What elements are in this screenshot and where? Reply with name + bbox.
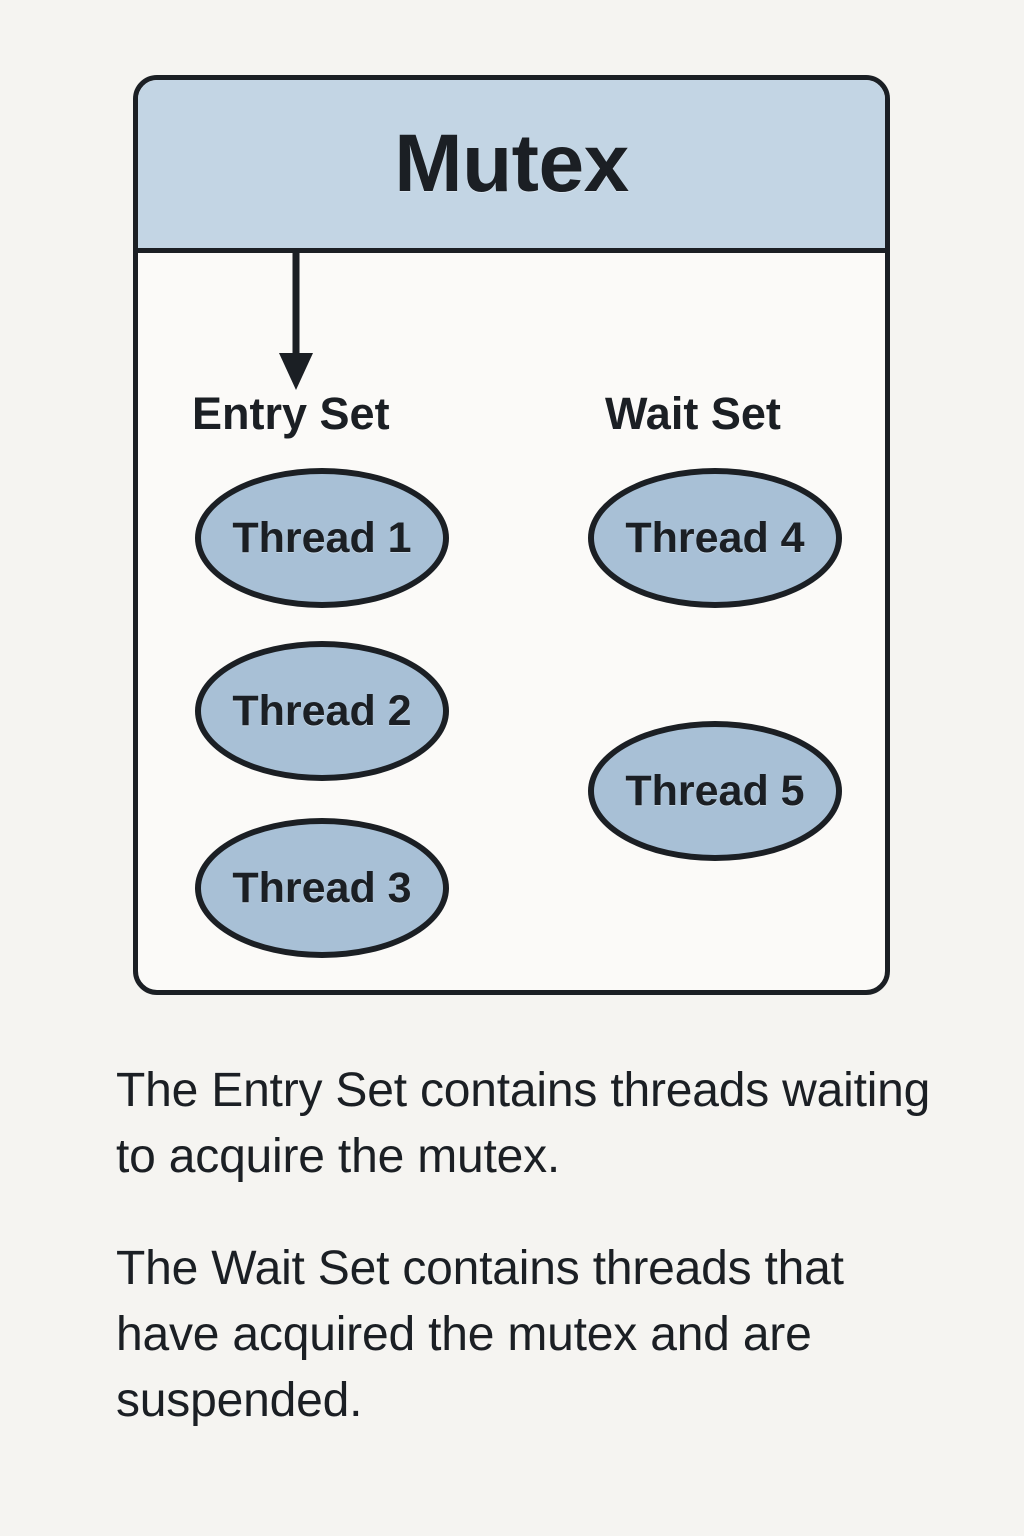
caption-block: The Entry Set contains threads waiting t…: [116, 1058, 936, 1434]
caption-entry-set: The Entry Set contains threads waiting t…: [116, 1064, 931, 1183]
thread-node[interactable]: Thread 3: [195, 818, 449, 958]
thread-label: Thread 5: [625, 766, 805, 815]
thread-node[interactable]: Thread 1: [195, 468, 449, 608]
thread-node[interactable]: Thread 4: [588, 468, 842, 608]
column-label-entry-set: Entry Set: [192, 388, 390, 439]
mutex-container: Mutex Entry Set Wait Set Thread 1 Thread…: [133, 75, 890, 995]
arrow-down-icon: [279, 253, 313, 390]
mutex-title: Mutex: [394, 118, 629, 209]
thread-label: Thread 2: [232, 686, 412, 735]
mutex-header: Mutex: [138, 80, 885, 253]
column-label-wait-set: Wait Set: [605, 388, 781, 439]
mutex-body: Entry Set Wait Set Thread 1 Thread 2 Thr…: [138, 253, 885, 990]
caption-wait-set: The Wait Set contains threads that have …: [116, 1242, 844, 1427]
thread-node[interactable]: Thread 5: [588, 721, 842, 861]
thread-label: Thread 3: [232, 863, 412, 912]
thread-node[interactable]: Thread 2: [195, 641, 449, 781]
thread-label: Thread 4: [625, 513, 805, 562]
thread-label: Thread 1: [232, 513, 412, 562]
